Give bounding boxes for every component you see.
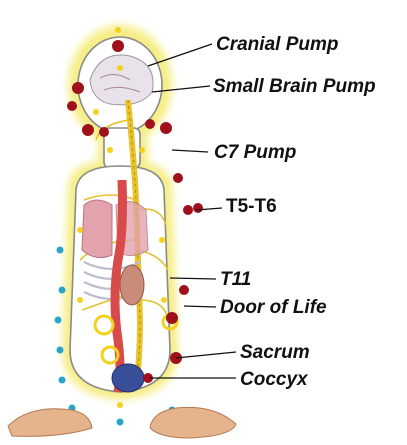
label-small-brain-pump: Small Brain Pump (213, 77, 376, 96)
label-c7-pump: C7 Pump (214, 143, 296, 162)
label-door-of-life: Door of Life (220, 298, 327, 317)
label-t11: T11 (220, 270, 251, 289)
label-coccyx: Coccyx (240, 370, 308, 389)
pelvic-organ (112, 364, 144, 392)
label-sacrum: Sacrum (240, 343, 310, 362)
kidney (120, 265, 144, 305)
label-t5-t6: T5-T6 (226, 197, 277, 216)
label-cranial-pump: Cranial Pump (216, 35, 338, 54)
